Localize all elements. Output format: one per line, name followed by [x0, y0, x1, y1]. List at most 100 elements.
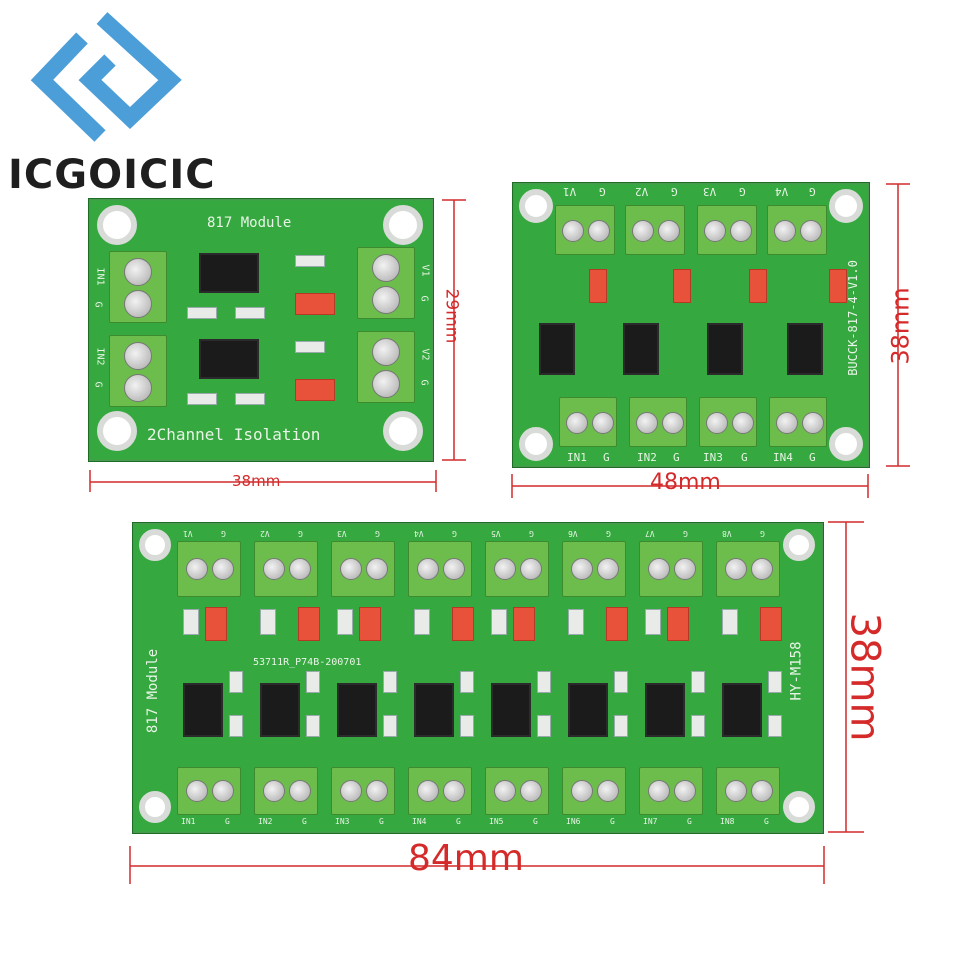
- screw-terminal: [254, 767, 318, 815]
- pin-label: G: [673, 451, 680, 464]
- mount-hole: [139, 791, 171, 823]
- height-dimension: 38mm: [886, 287, 915, 365]
- jumper: [513, 607, 535, 641]
- pin-label: IN4: [412, 817, 427, 826]
- jumper: [205, 607, 227, 641]
- pin-label: G: [741, 451, 748, 464]
- screw-terminal: [716, 767, 780, 815]
- mount-hole: [783, 791, 815, 823]
- pin-label: V5: [491, 529, 501, 538]
- height-dimension: 38mm: [841, 612, 888, 742]
- mount-hole: [97, 205, 137, 245]
- pin-label: IN8: [720, 817, 735, 826]
- screw-terminal: [254, 541, 318, 597]
- pin-label: V4: [775, 185, 789, 198]
- board-title: 817 Module: [207, 215, 292, 231]
- pin-label: V1: [563, 185, 577, 198]
- pin-label: G: [225, 817, 230, 826]
- pin-label: G: [760, 529, 765, 538]
- pin-label: G: [529, 529, 534, 538]
- optocoupler-chip: [337, 683, 377, 737]
- mount-hole: [829, 189, 863, 223]
- height-dimension: 29mm: [441, 288, 462, 344]
- pcb-2-channel: 817 Module 2Channel Isolation IN1 G IN2 …: [88, 198, 434, 462]
- board-model: HY-M158: [788, 641, 805, 701]
- screw-terminal: [177, 541, 241, 597]
- optocoupler-chip: [414, 683, 454, 737]
- jumper: [295, 293, 335, 315]
- optocoupler-chip: [568, 683, 608, 737]
- screw-terminal: [408, 541, 472, 597]
- pin-label: IN7: [643, 817, 658, 826]
- mount-hole: [829, 427, 863, 461]
- screw-terminal: [562, 767, 626, 815]
- screw-terminal: [485, 541, 549, 597]
- pin-label: V6: [568, 529, 578, 538]
- mount-hole: [519, 189, 553, 223]
- board-footer: 2Channel Isolation: [147, 425, 321, 444]
- pin-label: V3: [703, 185, 717, 198]
- screw-terminal: [639, 541, 703, 597]
- pin-label: V3: [337, 529, 347, 538]
- screw-terminal: [639, 767, 703, 815]
- logo-icon: [30, 12, 182, 142]
- screw-terminal: [109, 251, 167, 323]
- screw-terminal: [716, 541, 780, 597]
- optocoupler-chip: [199, 339, 259, 379]
- screw-terminal: [109, 335, 167, 407]
- pin-label: G: [375, 529, 380, 538]
- optocoupler-chip: [491, 683, 531, 737]
- pin-label: G: [452, 529, 457, 538]
- jumper: [760, 607, 782, 641]
- width-dimension: 38mm: [232, 472, 281, 490]
- pin-label: V2: [635, 185, 649, 198]
- pin-label: G: [456, 817, 461, 826]
- mount-hole: [383, 411, 423, 451]
- jumper: [667, 607, 689, 641]
- optocoupler-chip: [199, 253, 259, 293]
- jumper: [295, 379, 335, 401]
- pin-label: V8: [722, 529, 732, 538]
- screw-terminal: [562, 541, 626, 597]
- screw-terminal: [485, 767, 549, 815]
- jumper: [452, 607, 474, 641]
- pin-label: G: [606, 529, 611, 538]
- pin-label: IN2: [637, 451, 657, 464]
- pin-label: G: [687, 817, 692, 826]
- pin-label: G: [533, 817, 538, 826]
- pin-label: IN3: [335, 817, 350, 826]
- pin-label: G: [379, 817, 384, 826]
- pin-label: IN3: [703, 451, 723, 464]
- optocoupler-chip: [260, 683, 300, 737]
- pcb-8-channel: 817 Module HY-M158 53711R_P74B-200701 V1…: [132, 522, 824, 834]
- pin-label: IN5: [489, 817, 504, 826]
- pcb-4-channel: V1 G V2 G V3 G V4 G IN1 G IN2 G IN3 G IN…: [512, 182, 870, 468]
- pin-label: V2: [260, 529, 270, 538]
- pin-label: V7: [645, 529, 655, 538]
- pin-label: IN2: [258, 817, 273, 826]
- optocoupler-chip: [183, 683, 223, 737]
- brand-name: ICGOICIC: [8, 152, 216, 198]
- pin-label: V4: [414, 529, 424, 538]
- pin-label: IN6: [566, 817, 581, 826]
- mount-hole: [783, 529, 815, 561]
- width-dimension: 84mm: [408, 838, 524, 879]
- board-revision: BUCCK-817-4-V1.0: [845, 260, 860, 376]
- pin-label: G: [739, 185, 746, 198]
- pin-label: G: [298, 529, 303, 538]
- pin-label: G: [671, 185, 678, 198]
- screw-terminal: [331, 767, 395, 815]
- screw-terminal: [331, 541, 395, 597]
- mount-hole: [97, 411, 137, 451]
- screw-terminal: [177, 767, 241, 815]
- jumper: [298, 607, 320, 641]
- mount-hole: [139, 529, 171, 561]
- screw-terminal: [408, 767, 472, 815]
- pin-label: IN4: [773, 451, 793, 464]
- jumper: [359, 607, 381, 641]
- pin-label: G: [599, 185, 606, 198]
- pin-label: G: [764, 817, 769, 826]
- pin-label: G: [809, 451, 816, 464]
- pin-label: G: [809, 185, 816, 198]
